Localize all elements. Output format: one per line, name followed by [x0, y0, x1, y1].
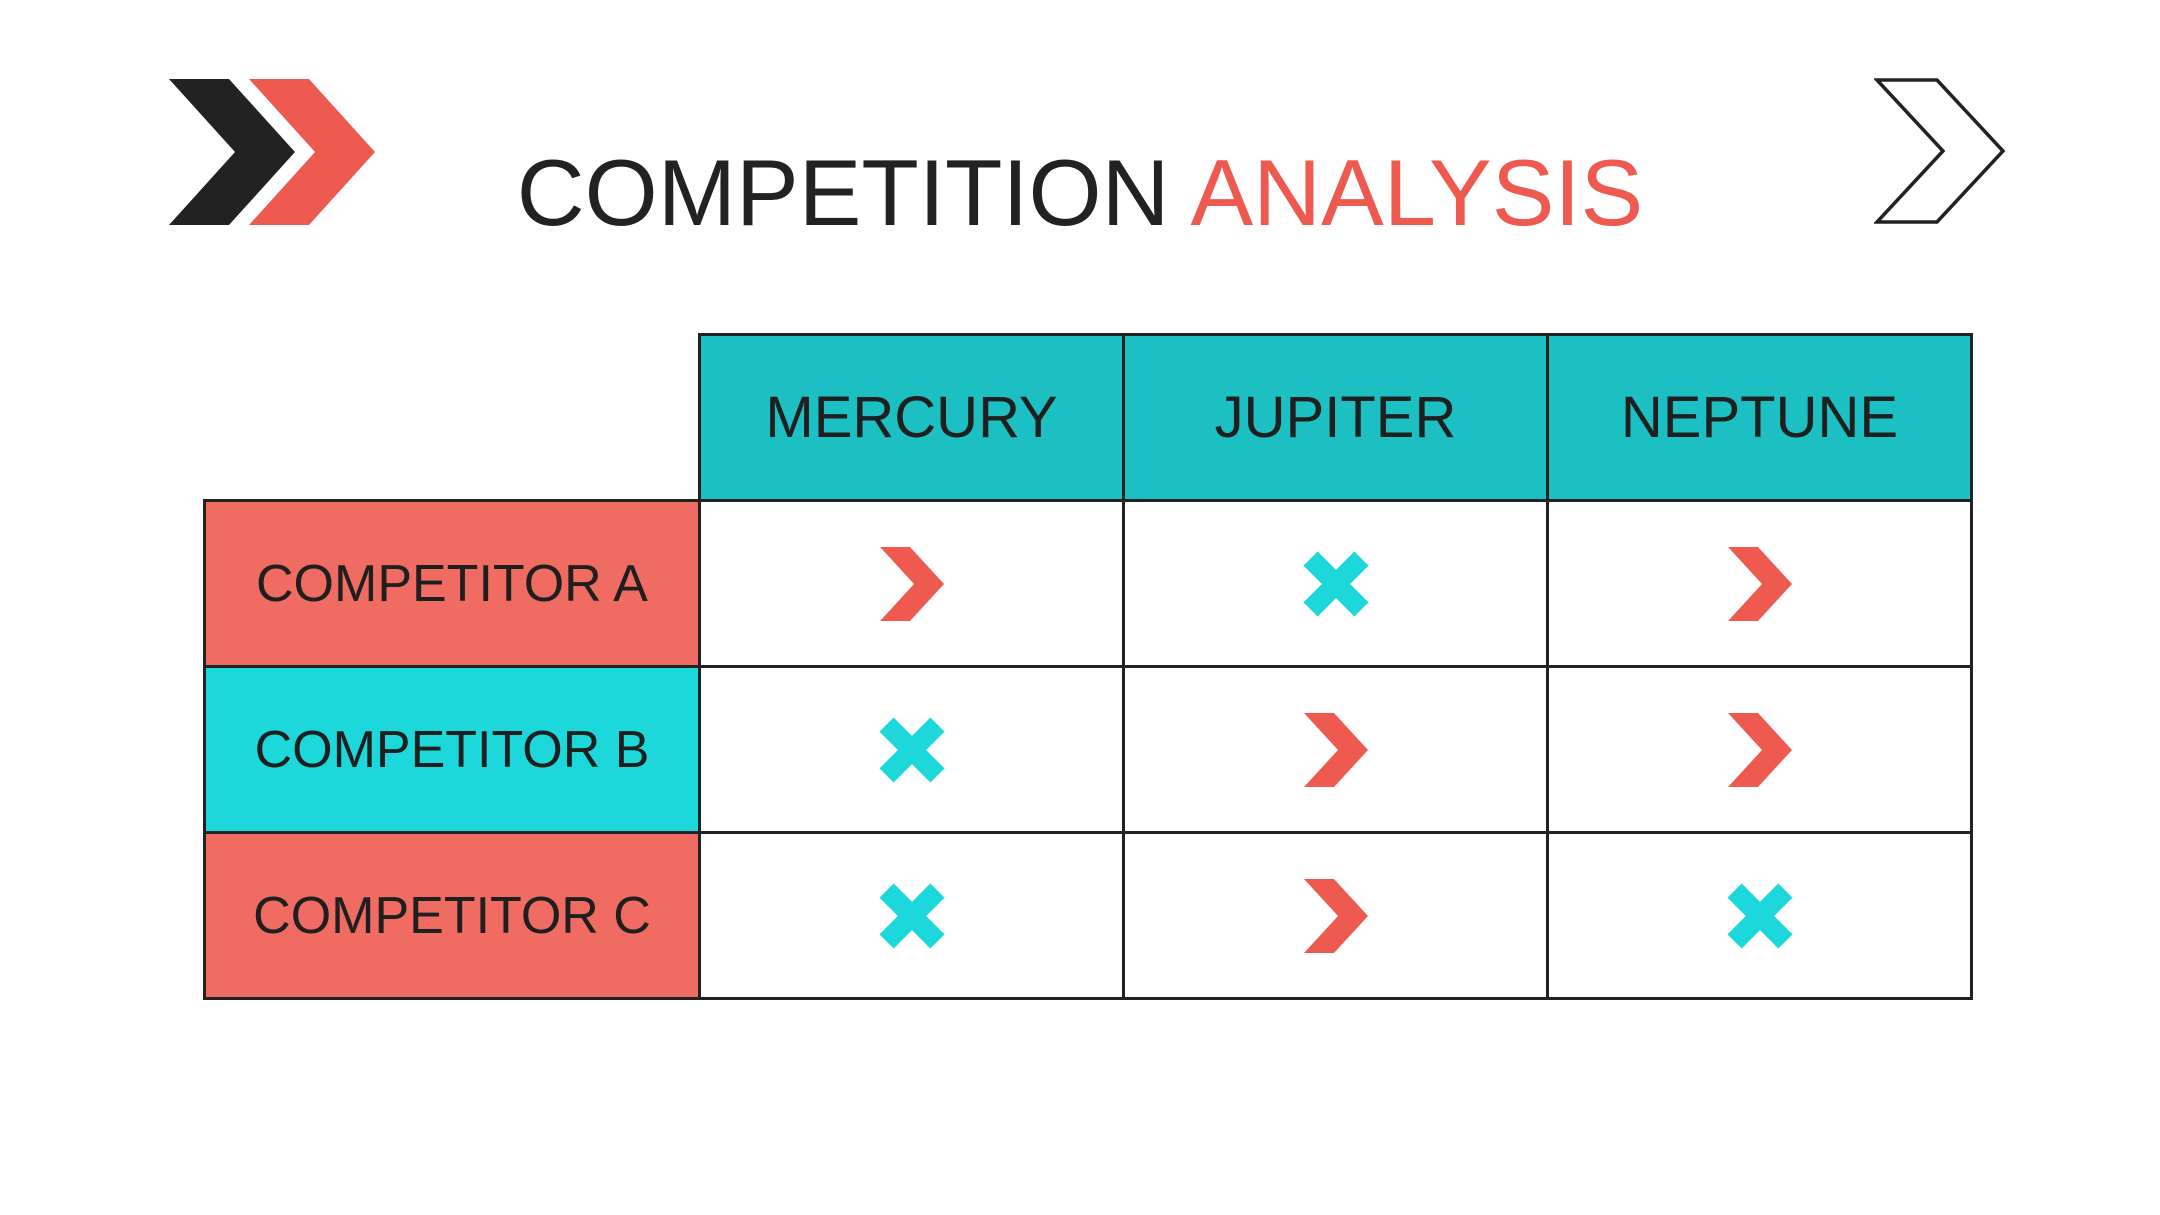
cross-icon: [1724, 880, 1796, 952]
title-accent: ANALYSIS: [1190, 140, 1644, 245]
page-title: COMPETITION ANALYSIS: [0, 138, 2160, 248]
cross-icon: [876, 714, 948, 786]
header-row: MERCURY JUPITER NEPTUNE: [204, 333, 1973, 502]
column-header-mercury: MERCURY: [698, 333, 1125, 502]
cross-icon: [876, 880, 948, 952]
row-header-competitor: COMPETITOR B: [203, 665, 701, 834]
chevron-icon: [1727, 546, 1792, 621]
table-cell: [698, 831, 1125, 1000]
chevron-icon: [1303, 878, 1368, 953]
table-cell: [698, 499, 1125, 668]
table-row: COMPETITOR B: [203, 665, 1973, 834]
table-cell: [1546, 499, 1973, 668]
table-row: COMPETITOR A: [203, 499, 1973, 668]
corner-cell: [204, 334, 701, 502]
column-header-neptune: NEPTUNE: [1546, 333, 1973, 502]
column-header-jupiter: JUPITER: [1122, 333, 1549, 502]
row-header-competitor: COMPETITOR A: [203, 499, 701, 668]
table-cell: [1122, 665, 1549, 834]
title-main: COMPETITION: [516, 140, 1170, 245]
chevron-icon: [1727, 712, 1792, 787]
table-cell: [698, 665, 1125, 834]
cross-icon: [1300, 548, 1372, 620]
chevron-icon: [879, 546, 944, 621]
chevron-icon: [1303, 712, 1368, 787]
table-cell: [1122, 499, 1549, 668]
row-header-competitor: COMPETITOR C: [203, 831, 701, 1000]
double-chevron-icon: [169, 79, 375, 225]
table-row: COMPETITOR C: [203, 831, 1973, 1000]
table-cell: [1546, 831, 1973, 1000]
table-cell: [1122, 831, 1549, 1000]
outline-chevron-icon: [1874, 77, 2006, 225]
table-cell: [1546, 665, 1973, 834]
